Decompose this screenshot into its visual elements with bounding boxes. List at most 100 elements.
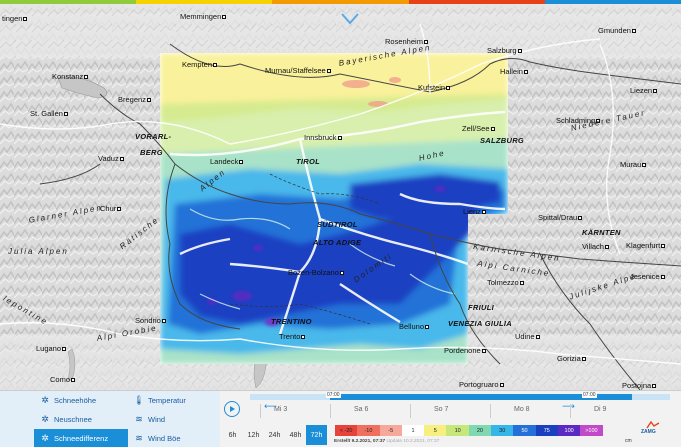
city-name: Lienz — [463, 207, 481, 216]
city-marker-icon — [239, 160, 244, 165]
param-label: Wind — [148, 415, 166, 424]
city-label: Bregenz — [118, 95, 151, 104]
timeline-day-label[interactable]: Di 9 — [594, 406, 607, 413]
param-neuschnee[interactable]: ✲ Neuschnee — [34, 410, 128, 429]
play-button[interactable] — [224, 401, 240, 417]
region-label: VENEZIA GIULIA — [448, 319, 512, 328]
map-canvas[interactable] — [0, 4, 681, 390]
city-marker-icon — [578, 216, 583, 221]
timeline-day-label[interactable]: Sa 6 — [354, 406, 369, 413]
region-label: SALZBURG — [480, 136, 525, 145]
range-button-6h[interactable]: 6h — [228, 431, 237, 439]
city-label: Tolmezzo — [487, 278, 524, 287]
param-wind[interactable]: ≋Wind — [128, 410, 220, 429]
city-label: Lugano — [36, 344, 67, 353]
timeline-start-time: 07:00 — [326, 392, 341, 398]
city-label: Postojna — [622, 381, 657, 390]
city-label: Jesenice — [630, 272, 665, 281]
city-name: Bregenz — [118, 95, 146, 104]
legend-swatch: 50 — [513, 425, 536, 436]
timeline-day-label[interactable]: Mo 8 — [514, 406, 530, 413]
city-marker-icon — [653, 89, 658, 94]
city-marker-icon — [490, 127, 495, 132]
parameter-menu: ✲Schneehöhe ✲ Neuschnee ✲ Schneedifferenz 🌡Te… — [0, 391, 220, 447]
legend-swatch: -10 — [357, 425, 380, 436]
param-label: Neuschnee — [54, 415, 92, 424]
city-label: Lienz — [463, 207, 486, 216]
param-label: Schneedifferenz — [54, 434, 109, 443]
param-label: Wind Böe — [148, 434, 181, 443]
param-wind-b-e[interactable]: ≋ Wind Böe — [128, 429, 220, 447]
city-label: Murnau/Staffelsee — [265, 66, 331, 75]
city-marker-icon — [62, 347, 67, 352]
param-temperatur[interactable]: 🌡Temperatur — [128, 391, 220, 410]
city-label: Como — [50, 375, 76, 384]
city-marker-icon — [446, 86, 451, 91]
city-marker-icon — [339, 271, 344, 276]
city-marker-icon — [161, 319, 166, 324]
city-marker-icon — [23, 17, 28, 22]
city-label: tingen — [2, 14, 28, 23]
city-marker-icon — [523, 70, 528, 75]
timeline-day-tick — [490, 404, 491, 418]
city-marker-icon — [71, 378, 76, 383]
zamg-logo: ZAMG — [641, 429, 656, 435]
collapse-chevron-icon[interactable] — [338, 10, 362, 28]
city-name: Kempten — [182, 60, 213, 69]
created-timestamp: Erstellt 9.2.2021, 07:37 Update 10.2.202… — [334, 439, 440, 444]
city-name: Klagenfurt — [626, 241, 661, 250]
snow-difference-icon: ✲ — [41, 433, 49, 443]
timeline-selected-range[interactable] — [330, 394, 632, 400]
timeline-left-arrow-icon[interactable]: ⟵ — [264, 401, 277, 411]
city-label: Memmingen — [180, 12, 227, 21]
city-name: Hallein — [500, 67, 523, 76]
city-name: Liezen — [630, 86, 653, 95]
city-name: Kufstein — [418, 83, 446, 92]
city-marker-icon — [84, 75, 89, 80]
top-color-strip — [0, 0, 681, 4]
city-label: Innsbruck — [304, 133, 342, 142]
thermometer-icon: 🌡 — [133, 395, 145, 405]
snowflake-icon: ✲ — [41, 414, 49, 424]
timeline-day-label[interactable]: Mi 3 — [274, 406, 288, 413]
top-strip-segment — [544, 0, 681, 4]
param-schneedifferenz[interactable]: ✲ Schneedifferenz — [34, 429, 128, 447]
timeline-right-arrow-icon[interactable]: ⟶ — [562, 401, 575, 411]
param-schneeh-he[interactable]: ✲Schneehöhe — [34, 391, 128, 410]
city-name: Murau — [620, 160, 642, 169]
city-label: Trento — [279, 332, 306, 341]
city-marker-icon — [581, 357, 586, 362]
legend-swatch: < -20 — [335, 425, 358, 436]
city-name: Zell/See — [462, 124, 490, 133]
range-button-72h[interactable]: 72h — [306, 425, 327, 445]
range-button-48h[interactable]: 48h — [289, 431, 302, 439]
city-marker-icon — [631, 29, 636, 34]
region-label: BERG — [140, 148, 163, 157]
range-button-12h[interactable]: 12h — [247, 431, 260, 439]
zamg-logo-icon — [646, 421, 660, 429]
city-label: Villach — [582, 242, 609, 251]
city-marker-icon — [535, 335, 540, 340]
timeline-day-label[interactable]: So 7 — [434, 406, 449, 413]
city-marker-icon — [642, 163, 647, 168]
city-label: Vaduz — [98, 154, 124, 163]
wind-gust-icon: ≋ — [135, 433, 143, 443]
city-name: Belluno — [399, 322, 425, 331]
city-marker-icon — [499, 383, 504, 388]
city-name: Chur — [100, 204, 117, 213]
city-label: Chur — [100, 204, 122, 213]
timeline-day-tick — [330, 404, 331, 418]
city-label: Klagenfurt — [626, 241, 666, 250]
city-name: Sondrio — [135, 316, 161, 325]
range-button-24h[interactable]: 24h — [268, 431, 281, 439]
city-label: St. Gallen — [30, 109, 68, 118]
city-name: Vaduz — [98, 154, 119, 163]
city-label: Gmunden — [598, 26, 636, 35]
city-marker-icon — [604, 245, 609, 250]
city-label: Murau — [620, 160, 647, 169]
city-name: Rosenheim — [385, 37, 423, 46]
city-name: Lugano — [36, 344, 62, 353]
